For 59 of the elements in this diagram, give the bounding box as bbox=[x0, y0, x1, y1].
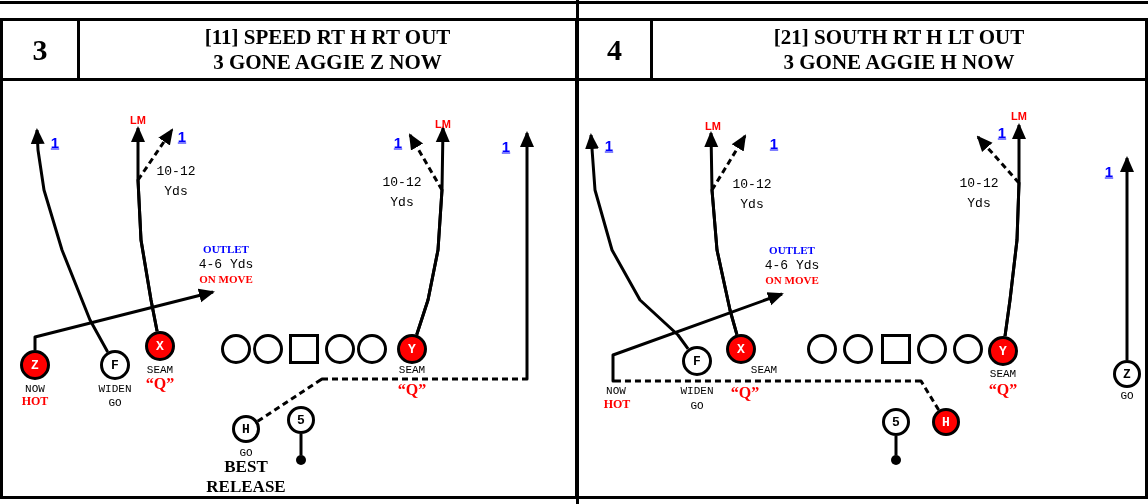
route-tag: LM bbox=[1011, 110, 1027, 122]
outlet-note: OUTLET bbox=[203, 243, 249, 255]
route-arrow bbox=[1120, 156, 1134, 360]
play-title-cell bbox=[650, 18, 1148, 81]
play-number-cell bbox=[0, 18, 80, 81]
read-number: 1 bbox=[50, 134, 60, 150]
player-note: SEAM bbox=[146, 364, 174, 376]
play-call-text: [11] SPEED RT H RT OUT bbox=[204, 24, 451, 50]
play-title-cell bbox=[77, 18, 578, 81]
read-number: 1 bbox=[393, 134, 403, 150]
center-square bbox=[881, 334, 911, 364]
quote-mark-note: “Q” bbox=[145, 376, 175, 392]
route-tag: LM bbox=[435, 118, 451, 130]
route-tag: LM bbox=[705, 120, 721, 132]
player-note: SEAM bbox=[989, 368, 1017, 380]
depth-note: 4-6 Yds bbox=[198, 257, 254, 271]
player-note: NOW bbox=[606, 385, 626, 397]
play-call-text: 3 GONE AGGIE H NOW bbox=[783, 49, 1015, 75]
player-note: SEAM bbox=[398, 364, 426, 376]
player-note: GO bbox=[239, 447, 253, 459]
depth-note: 10-12 Yds bbox=[381, 174, 423, 212]
player-note: SEAM bbox=[750, 364, 778, 376]
outlet-note: OUTLET bbox=[769, 244, 815, 256]
dashed-route-arrow bbox=[976, 135, 1021, 337]
center-square bbox=[289, 334, 319, 364]
depth-note: 10-12 Yds bbox=[155, 163, 197, 201]
play-call-text: [21] SOUTH RT H LT OUT bbox=[773, 24, 1025, 50]
quote-mark-note: “Q” bbox=[397, 382, 427, 398]
player-note: BEST RELEASE bbox=[206, 457, 286, 497]
play-number-cell bbox=[576, 18, 653, 81]
read-number: 1 bbox=[604, 137, 614, 153]
player-note: WIDEN bbox=[98, 383, 132, 395]
move-note: ON MOVE bbox=[765, 274, 819, 286]
depth-note: 10-12 Yds bbox=[731, 176, 773, 214]
read-number: 1 bbox=[501, 138, 511, 154]
read-number: 1 bbox=[769, 135, 779, 151]
dashed-route-arrow bbox=[408, 133, 444, 336]
player-note: NOW bbox=[25, 383, 45, 395]
player-note: GO bbox=[1120, 390, 1134, 402]
depth-note: 10-12 Yds bbox=[958, 175, 1000, 213]
quote-mark-note: “Q” bbox=[988, 382, 1018, 398]
route-tag: LM bbox=[130, 114, 146, 126]
player-note: WIDEN bbox=[680, 385, 714, 397]
read-number: 1 bbox=[997, 124, 1007, 140]
dashed-route-arrow bbox=[136, 128, 174, 332]
route-arrow bbox=[33, 288, 215, 350]
hot-note: HOT bbox=[603, 398, 631, 410]
hot-note: HOT bbox=[21, 395, 49, 407]
read-number: 1 bbox=[177, 128, 187, 144]
player-note: GO bbox=[690, 400, 704, 412]
play-call-text: 3 GONE AGGIE Z NOW bbox=[213, 49, 442, 75]
dashed-route-arrow bbox=[710, 134, 747, 335]
player-note: GO bbox=[108, 397, 122, 409]
depth-note: 4-6 Yds bbox=[764, 258, 820, 272]
quote-mark-note: “Q” bbox=[730, 385, 760, 401]
move-note: ON MOVE bbox=[199, 273, 253, 285]
read-number: 1 bbox=[1104, 163, 1114, 179]
play-number: 3 bbox=[32, 34, 48, 65]
play-number: 4 bbox=[607, 34, 622, 65]
